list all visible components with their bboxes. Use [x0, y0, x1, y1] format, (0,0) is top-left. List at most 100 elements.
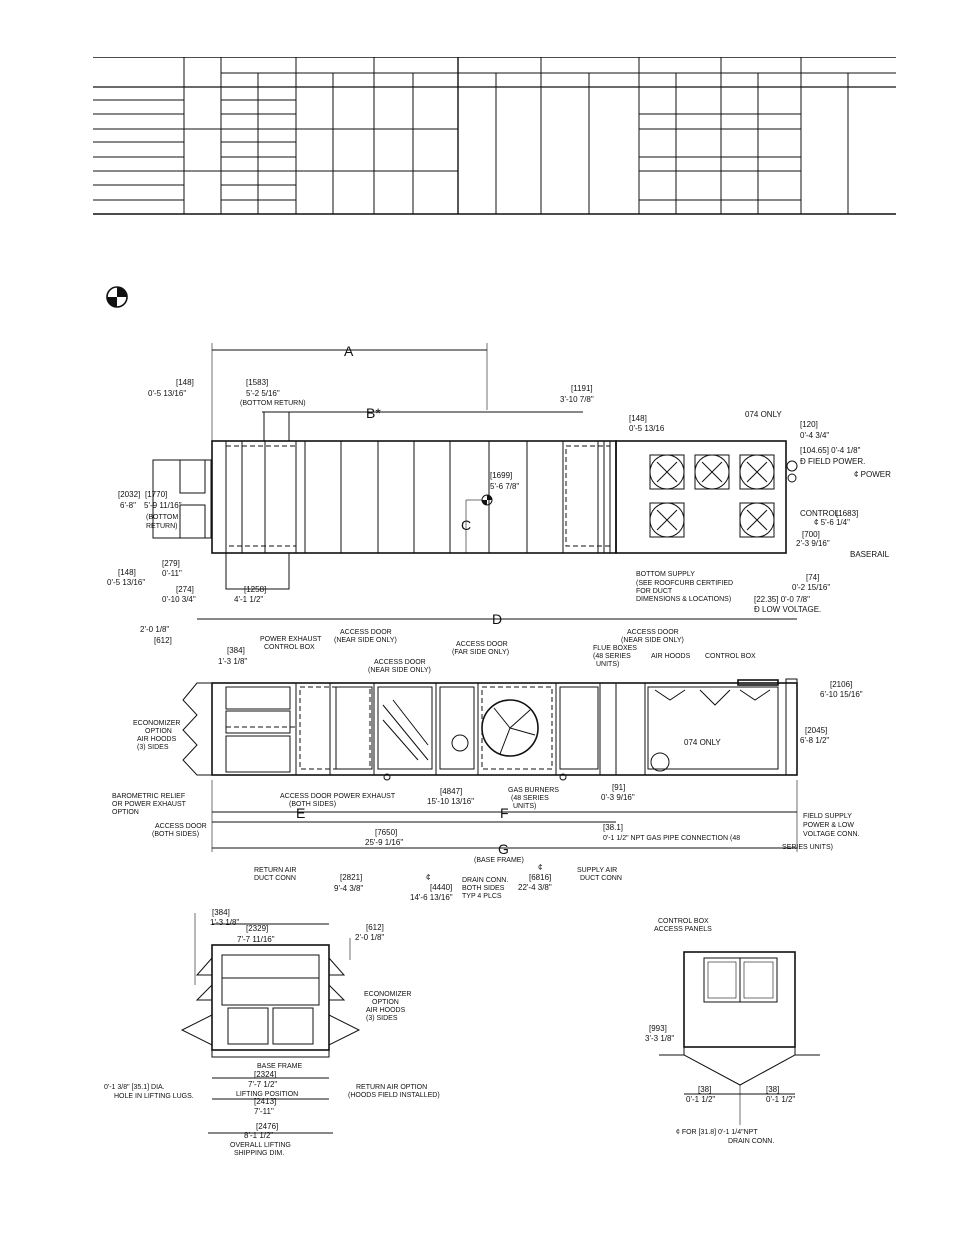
dim-a-label: A	[344, 343, 354, 359]
for-duct-label: FOR DUCT	[636, 588, 673, 595]
dim-4847-ft: 15'-10 13/16"	[427, 797, 474, 806]
dim-1770: [1770]	[145, 490, 167, 499]
dim-91-ft: 0'-3 9/16"	[601, 793, 635, 802]
voltage-conn-label: VOLTAGE CONN.	[803, 831, 860, 838]
drain-both-label: BOTH SIDES	[462, 885, 505, 892]
dim-1770-ft: 5'-9 11/16"	[144, 501, 182, 510]
option-label-2: OPTION	[112, 809, 139, 816]
control-label: CONTROL	[800, 509, 840, 518]
cl-mark-4440: ¢	[426, 873, 430, 882]
power-exhaust-control-label: POWER EXHAUST	[260, 636, 322, 643]
dim-612-side: 2'-0 1/8"	[140, 625, 169, 634]
dim-locations-label: DIMENSIONS & LOCATIONS)	[636, 596, 731, 603]
hole-dia-label: 0'-1 3/8" [35.1] DIA.	[104, 1084, 165, 1091]
dim-7650-ft: 25'-9 1/16"	[365, 838, 403, 847]
dim-1258: [1258]	[244, 585, 266, 594]
dim-f-label: F	[500, 805, 509, 821]
economizer-label-end: ECONOMIZER	[364, 991, 411, 998]
field-power-label: Đ FIELD POWER.	[800, 457, 865, 466]
dim-2413: [2413]	[254, 1097, 276, 1106]
control-box-label-right: CONTROL BOX	[705, 653, 756, 660]
dim-74-ft: 0'-2 15/16"	[792, 583, 830, 592]
dim-2324: [2324]	[254, 1070, 276, 1079]
option-label-side: OPTION	[145, 728, 172, 735]
dim-148-left-ft: 0'-5 13/16"	[148, 389, 186, 398]
drain-conn-label-end: DRAIN CONN.	[728, 1138, 774, 1145]
access-door-near-1: ACCESS DOOR	[340, 629, 392, 636]
condenser-fans	[649, 454, 775, 538]
dim-6816-ft: 22'-4 3/8"	[518, 883, 552, 892]
dim-2106-ft: 6'-10 15/16"	[820, 690, 863, 699]
dim-120-ft: 0'-4 3/4"	[800, 431, 829, 440]
dim-e-label: E	[296, 805, 305, 821]
supply-duct-conn-label: DUCT CONN	[580, 875, 622, 882]
dim-274-ft: 0'-10 3/4"	[162, 595, 196, 604]
dim-1191: [1191]	[571, 384, 593, 393]
series-units-label: SERIES UNITS)	[782, 844, 833, 851]
base-frame-label-side: (BASE FRAME)	[474, 857, 524, 864]
hole-lugs-label: HOLE IN LIFTING LUGS.	[114, 1093, 194, 1100]
dim-c-label: C	[461, 517, 471, 533]
dim-38-left: [38]	[698, 1085, 711, 1094]
control-box-label-left: CONTROL BOX	[264, 644, 315, 651]
dim-74: [74]	[806, 573, 819, 582]
dim-2821: [2821]	[340, 873, 362, 882]
dim-700-ft: 2'-3 9/16"	[796, 539, 830, 548]
dim-384-side: [384]	[227, 646, 245, 655]
see-roofcurb-label: (SEE ROOFCURB CERTIFIED	[636, 580, 733, 587]
dim-1699-ft: 5'-6 7/8"	[490, 482, 519, 491]
near-side-only-2: (NEAR SIDE ONLY)	[368, 667, 431, 674]
bottom-supply-opening	[565, 445, 611, 547]
dim-2329: [2329]	[246, 924, 268, 933]
return-duct-conn-label: DUCT CONN	[254, 875, 296, 882]
barometric-relief-label: BAROMETRIC RELIEF	[112, 793, 185, 800]
dim-1258-ft: 4'-1 1/2"	[234, 595, 263, 604]
baserail-label: BASERAIL	[850, 550, 890, 559]
bottom-return-paren: (BOTTOM	[146, 514, 178, 521]
dim-1191-ft: 3'-10 7/8"	[560, 395, 594, 404]
dim-384-ft-side: 1'-3 1/8"	[218, 657, 247, 666]
flue-boxes-label: FLUE BOXES	[593, 645, 637, 652]
end-view-body	[211, 944, 330, 1051]
dim-148-right: [148]	[629, 414, 647, 423]
dim-6816: [6816]	[529, 873, 551, 882]
three-sides-label-end: (3) SIDES	[366, 1015, 398, 1022]
access-door-both: ACCESS DOOR	[155, 823, 207, 830]
table-grid	[93, 57, 896, 215]
dim-148-bottom: [148]	[118, 568, 136, 577]
field-supply-label: FIELD SUPPLY	[803, 813, 852, 820]
dim-d-label: D	[492, 611, 502, 627]
dim-2821-ft: 9'-4 3/8"	[334, 884, 363, 893]
units-label: UNITS)	[596, 661, 619, 668]
access-panels-label: ACCESS PANELS	[654, 926, 712, 933]
option-label-end: OPTION	[372, 999, 399, 1006]
control-box-label-end: CONTROL BOX	[658, 918, 709, 925]
dim-22-35: [22.35] 0'-0 7/8"	[754, 595, 810, 604]
dim-2329-ft: 7'-7 11/16"	[237, 935, 275, 944]
dim-38-1: [38.1]	[603, 823, 623, 832]
both-sides-label-2: (BOTH SIDES)	[289, 801, 336, 808]
center-of-gravity-icon	[106, 286, 128, 308]
dim-2032: [2032]	[118, 490, 140, 499]
dim-1683: [1683]	[836, 509, 858, 518]
dim-4440-ft: 14'-6 13/16"	[410, 893, 453, 902]
dim-104: [104.65] 0'-4 1/8"	[800, 446, 861, 455]
dim-120: [120]	[800, 420, 818, 429]
air-hoods-label-side: AIR HOODS	[137, 736, 177, 743]
dim-38-right: [38]	[766, 1085, 779, 1094]
dim-279: [279]	[162, 559, 180, 568]
dim-2045: [2045]	[805, 726, 827, 735]
near-side-only-1: (NEAR SIDE ONLY)	[334, 637, 397, 644]
side-view: D	[112, 611, 863, 902]
only-074-side: 074 ONLY	[684, 738, 721, 747]
dim-38-left-ft: 0'-1 1/2"	[686, 1095, 715, 1104]
dim-4440: [4440]	[430, 883, 452, 892]
dim-384-ft-end: 1'-3 1/8"	[210, 918, 239, 927]
bottom-return-opening	[225, 445, 297, 547]
dim-148-left: [148]	[176, 378, 194, 387]
lifting-position-label: LIFTING POSITION	[236, 1091, 298, 1098]
return-air-option-label: RETURN AIR OPTION	[356, 1084, 427, 1091]
far-side-only: (FAR SIDE ONLY)	[452, 649, 509, 656]
only-074-top: 074 ONLY	[745, 410, 782, 419]
economizer-label-side: ECONOMIZER	[133, 720, 180, 727]
